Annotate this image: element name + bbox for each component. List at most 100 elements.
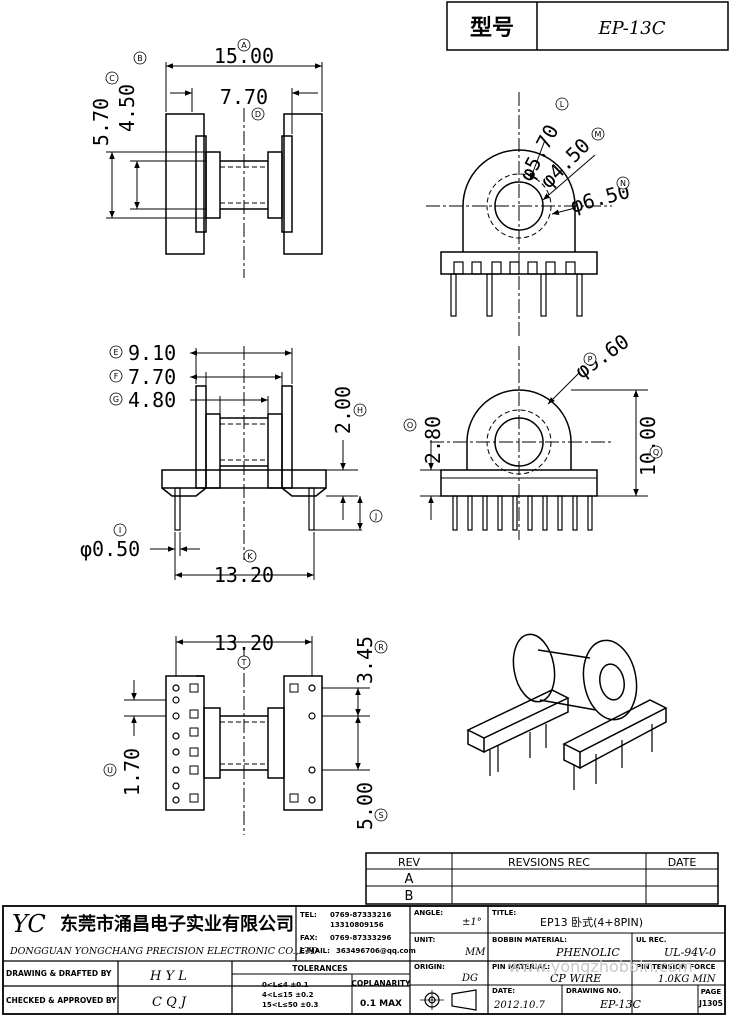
drawing-no-value: EP-13C xyxy=(599,998,642,1011)
origin-value: DG xyxy=(461,973,478,984)
watermark: www.yongzhobbin.com xyxy=(508,957,693,976)
dim-k-value: 13.20 xyxy=(214,563,274,587)
dim-s-value: 5.00 xyxy=(353,782,377,830)
tag-i: I xyxy=(119,526,121,535)
pin-material-value: CP WIRE xyxy=(550,972,601,985)
title-value: EP13 卧式(4+8PIN) xyxy=(540,916,643,929)
view-side-top xyxy=(106,62,323,278)
pin-tension-label: PIN TENSION FORCE xyxy=(636,963,716,971)
unit-label: UNIT: xyxy=(414,936,436,944)
dim-t-value: 13.20 xyxy=(214,631,274,655)
view-bottom xyxy=(124,636,370,835)
tolerance-line-2: 4<L≤15 ±0.2 xyxy=(262,991,314,999)
tag-s: S xyxy=(378,811,383,820)
dim-u-value: 1.70 xyxy=(120,748,144,796)
tag-o: O xyxy=(407,421,413,430)
coplanarity-label: COPLANARITY xyxy=(351,979,411,988)
tag-q: Q xyxy=(653,448,659,457)
tag-d: D xyxy=(255,110,261,119)
tag-b: B xyxy=(137,54,143,63)
view5-dim-labels: 13.20 3.45 5.00 1.70 xyxy=(120,631,377,830)
rev-col-rev: REV xyxy=(398,856,421,869)
tag-r: R xyxy=(378,643,384,652)
view3-dim-labels: 9.10 7.70 4.80 2.00 φ0.50 13.20 xyxy=(80,341,355,587)
dim-e-value: 9.10 xyxy=(128,341,176,365)
title-block-text: YC 东莞市涌昌电子实业有限公司 DONGGUAN YONGCHANG PREC… xyxy=(6,909,723,1011)
pin-material-label: PIN MATERIAL: xyxy=(492,963,550,971)
title-label: TITLE: xyxy=(492,909,516,917)
dim-r-value: 3.45 xyxy=(353,636,377,684)
dim-c-value: 5.70 xyxy=(89,98,113,146)
bobbin-value: PHENOLIC xyxy=(555,946,620,959)
unit-value: MM xyxy=(464,947,486,958)
projection-symbol xyxy=(420,989,477,1011)
header-box: 型号 EP-13C xyxy=(446,1,729,51)
fax-value: 0769-87333296 xyxy=(330,934,391,942)
tag-c: C xyxy=(109,74,115,83)
dim-h-value: 2.00 xyxy=(331,386,355,434)
tag-f: F xyxy=(114,372,119,381)
tolerance-line-3: 15<L≤50 ±0.3 xyxy=(262,1001,319,1009)
rev-row-a: A xyxy=(405,872,414,887)
tag-j: J xyxy=(374,512,377,521)
company-name-cn: 东莞市涌昌电子实业有限公司 xyxy=(60,913,294,935)
tag-m: M xyxy=(595,130,602,139)
header-type-label: 型号 xyxy=(470,16,514,41)
tolerance-line-1: 0<L≤4 ±0.1 xyxy=(262,981,309,989)
email-label: E-MAIL: xyxy=(300,947,330,955)
dim-tag-letters: A B C D L M N E F G H I J K O P Q T R S … xyxy=(107,41,659,820)
company-logo: YC xyxy=(12,910,46,938)
dim-b-value: 4.50 xyxy=(115,84,139,132)
tag-g: G xyxy=(113,395,119,404)
drawing-label: DRAWING & DRAFTED BY xyxy=(6,969,112,978)
tag-e: E xyxy=(113,348,118,357)
tag-p: P xyxy=(588,355,593,364)
angle-label: ANGLE: xyxy=(414,909,443,917)
email-value: 363496706@qq.com xyxy=(336,947,416,955)
pin-tension-value: 1.0KG MIN xyxy=(658,974,717,985)
coplanarity-value: 0.1 MAX xyxy=(360,999,402,1009)
tag-u: U xyxy=(107,766,113,775)
tel-label: TEL: xyxy=(300,911,317,919)
tag-a: A xyxy=(241,41,247,50)
dim-tags xyxy=(103,38,663,822)
rev-col-date: DATE xyxy=(668,856,697,869)
drawing-value: H Y L xyxy=(149,969,187,984)
tel-value-1: 0769-87333216 xyxy=(330,911,391,919)
ul-value: UL-94V-0 xyxy=(664,946,716,959)
page-value: J1305 xyxy=(698,999,723,1008)
rev-col-revisions: REVSIONS REC xyxy=(508,856,590,869)
date-value: 2012.10.7 xyxy=(493,1000,546,1011)
bobbin-label: BOBBIN MATERIAL: xyxy=(492,936,567,944)
origin-label: ORIGIN: xyxy=(414,963,445,971)
angle-value: ±1° xyxy=(462,917,482,928)
view-side-middle xyxy=(150,346,363,580)
view-isometric xyxy=(466,633,668,790)
tag-h: H xyxy=(357,406,363,415)
checked-value: C Q J xyxy=(152,995,187,1010)
revision-table xyxy=(365,852,719,905)
dim-g-value: 4.80 xyxy=(128,388,176,412)
rev-row-b: B xyxy=(405,889,414,904)
view-front-middle xyxy=(420,346,648,540)
tag-k: K xyxy=(247,552,253,561)
page-label: PAGE xyxy=(701,988,722,996)
header-model: EP-13C xyxy=(597,18,665,39)
tag-n: N xyxy=(620,179,626,188)
company-name-en: DONGGUAN YONGCHANG PRECISION ELECTRONIC … xyxy=(9,946,318,957)
dim-d-value: 7.70 xyxy=(220,85,268,109)
title-block-grid xyxy=(2,905,726,1015)
date-label: DATE: xyxy=(492,987,515,995)
checked-label: CHECKED & APPROVED BY xyxy=(6,996,117,1005)
tag-t: T xyxy=(241,658,247,667)
tag-l: L xyxy=(560,100,565,109)
fax-label: FAX: xyxy=(300,934,318,942)
dim-o-value: 2.80 xyxy=(421,416,445,464)
dim-i-value: φ0.50 xyxy=(80,537,140,561)
drawing-no-label: DRAWING NO. xyxy=(566,987,621,995)
ul-label: UL REC. xyxy=(636,936,667,944)
view-front-top xyxy=(426,92,612,336)
dim-f-value: 7.70 xyxy=(128,365,176,389)
tel-value-2: 13310809156 xyxy=(330,921,384,929)
